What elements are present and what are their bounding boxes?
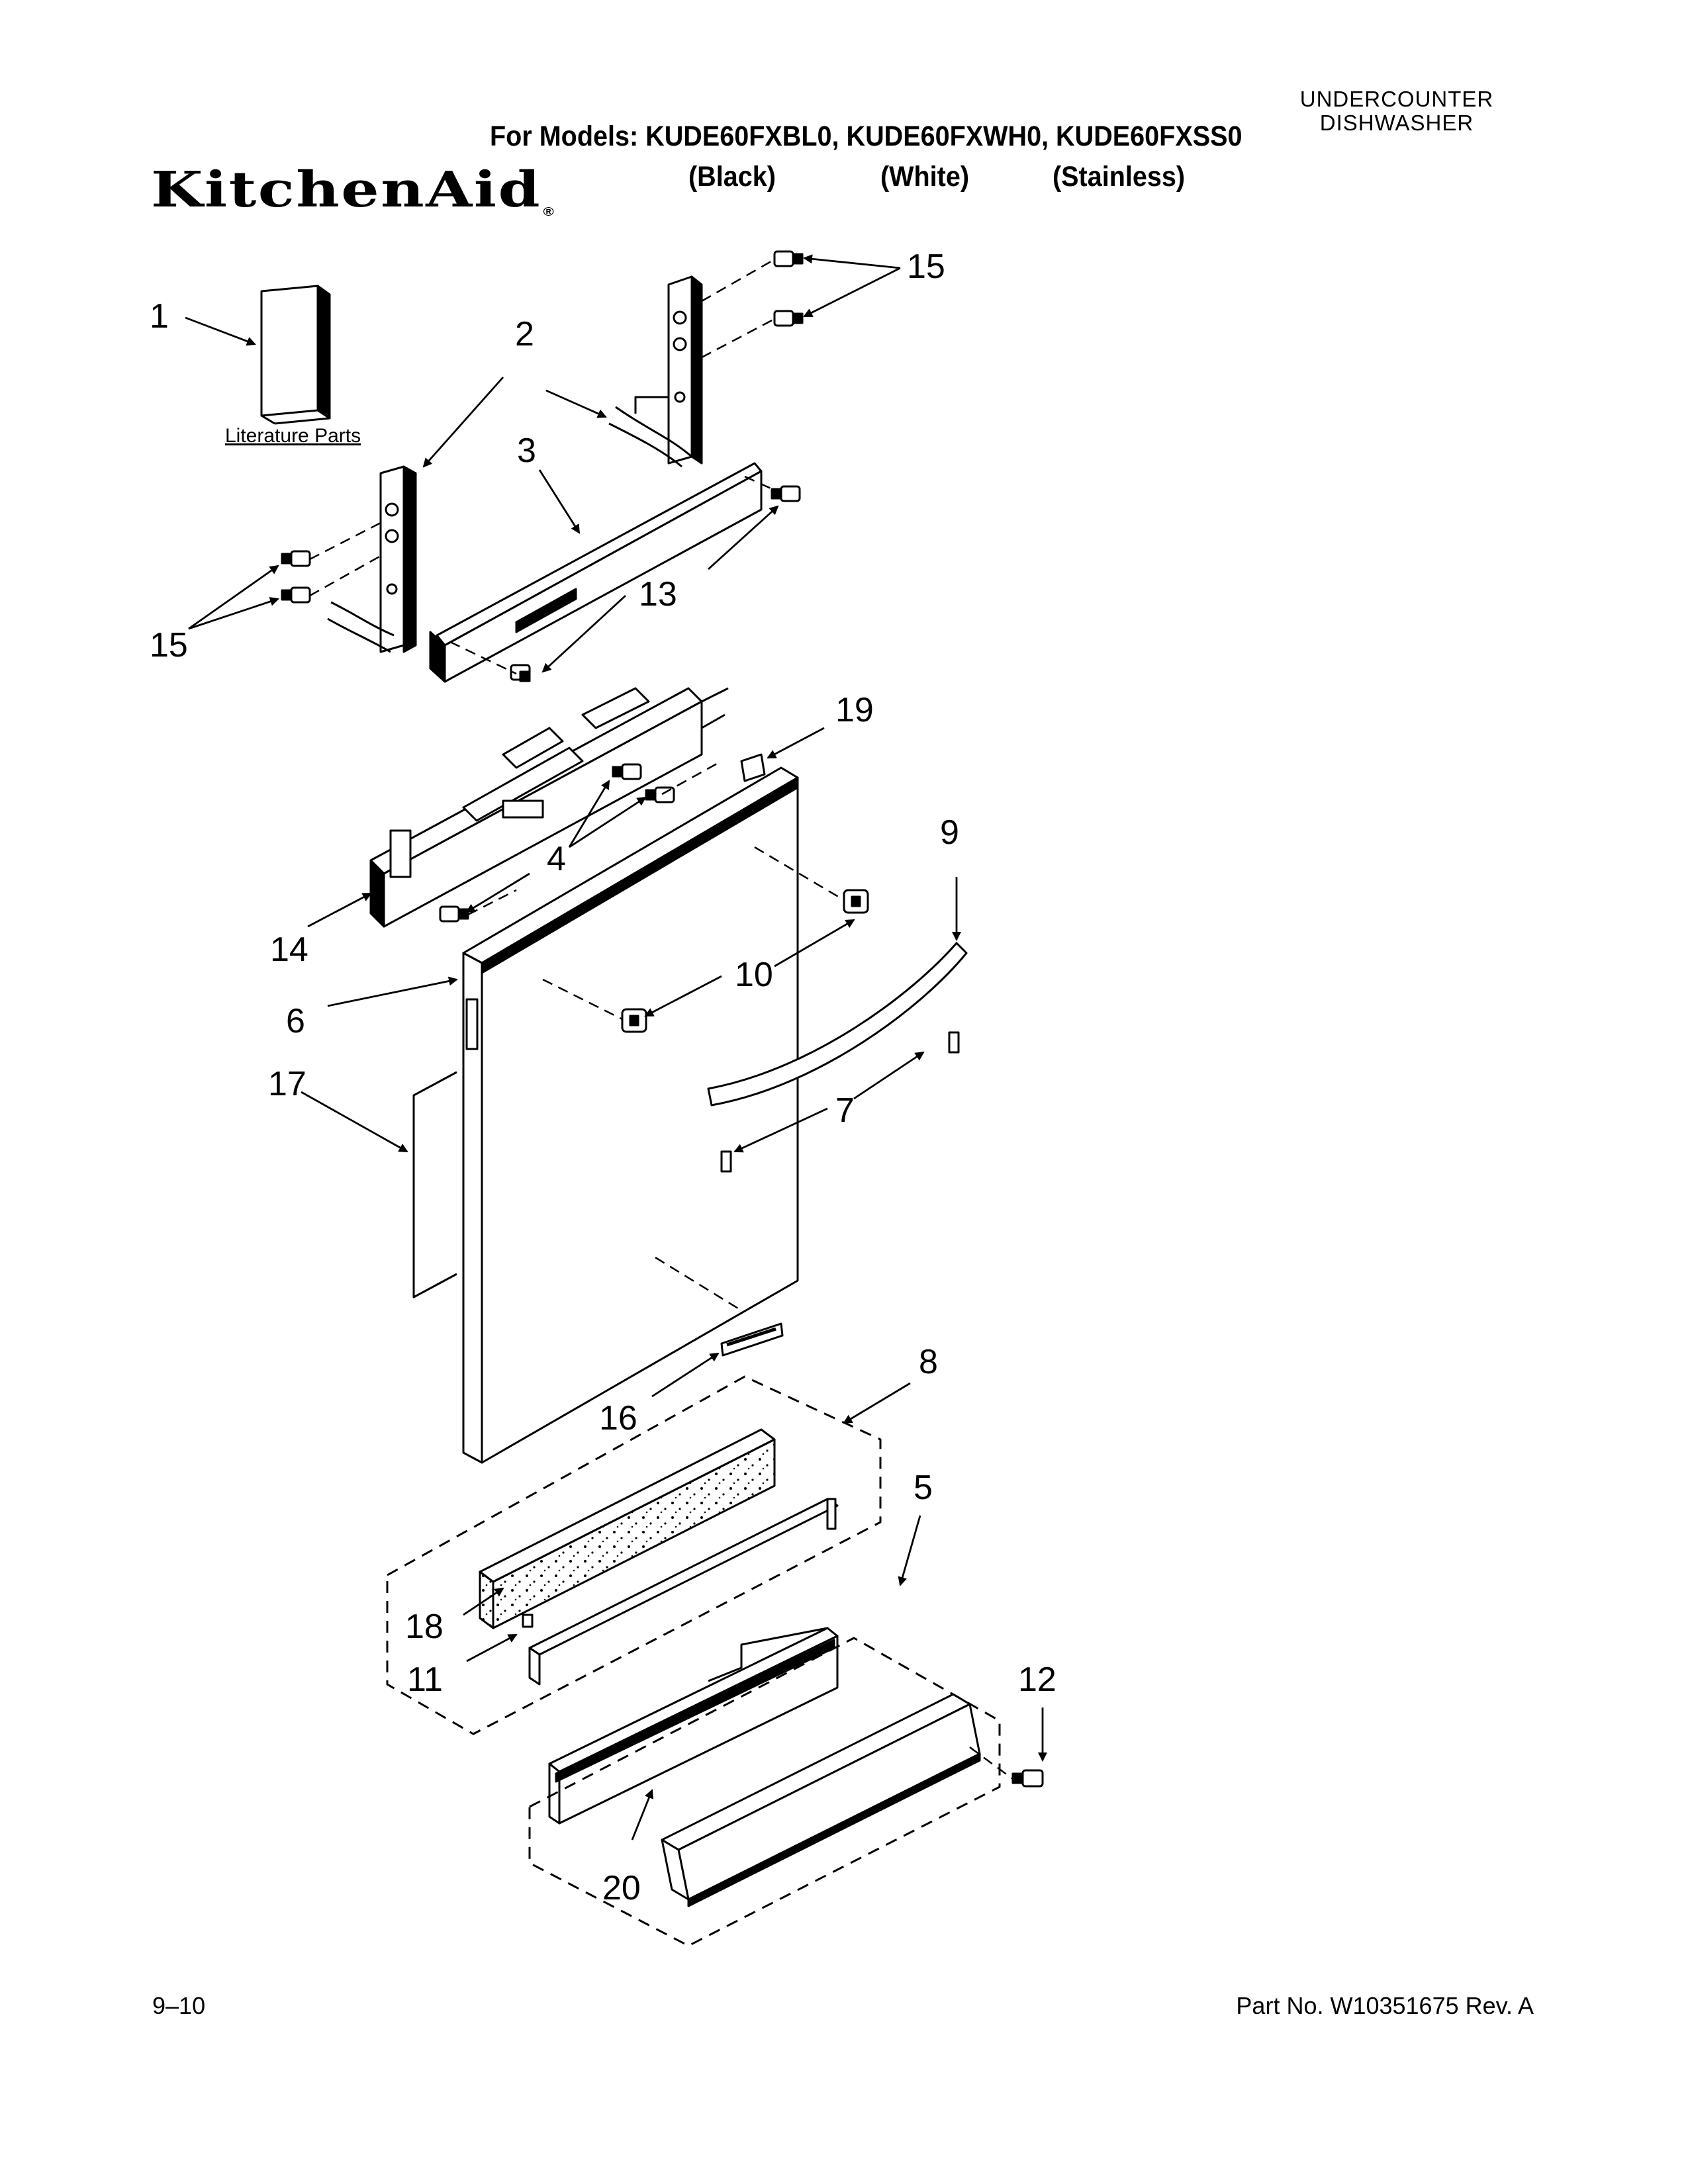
variant-stainless: (Stainless) xyxy=(1053,161,1186,193)
mounting-bracket-right xyxy=(608,275,703,468)
callout-2: 2 xyxy=(515,315,534,353)
models-line: For Models: KUDE60FXBL0, KUDE60FXWH0, KU… xyxy=(490,120,1243,152)
set-screw-left xyxy=(720,1150,732,1173)
screw-4-b xyxy=(645,786,675,803)
callout-20: 20 xyxy=(602,1869,641,1907)
callout-1: 1 xyxy=(150,297,169,336)
screw-15-upper-1 xyxy=(773,250,804,267)
callout-17: 17 xyxy=(268,1065,306,1103)
control-panel-strip xyxy=(429,462,763,683)
callout-4: 4 xyxy=(547,840,566,878)
callout-10: 10 xyxy=(735,956,773,994)
callout-18: 18 xyxy=(405,1608,444,1646)
set-screw-right xyxy=(948,1031,960,1054)
toe-panel-clip-bar xyxy=(522,1498,839,1686)
handle-mount-left xyxy=(621,1008,647,1033)
screw-13-right xyxy=(771,485,801,502)
callout-14: 14 xyxy=(270,931,308,969)
door-handle-part xyxy=(707,942,968,1107)
callout-15-lower: 15 xyxy=(150,626,188,664)
screw-13-left xyxy=(510,664,531,682)
screw-4-a xyxy=(612,763,642,780)
callout-5: 5 xyxy=(914,1469,933,1507)
door-clip-part xyxy=(740,753,766,782)
callout-3: 3 xyxy=(517,432,536,470)
category-line-1: UNDERCOUNTER xyxy=(1299,87,1494,111)
registered-mark: ® xyxy=(543,205,554,218)
callout-19: 19 xyxy=(835,691,874,729)
screw-4-c xyxy=(439,905,469,923)
assembly-boundary-8 xyxy=(386,1375,882,1735)
mounting-bracket-left xyxy=(327,465,417,653)
toe-panel-rear xyxy=(661,1693,981,1907)
category-line-2: DISHWASHER xyxy=(1319,111,1474,135)
handle-mount-right xyxy=(843,889,869,914)
callout-11: 11 xyxy=(407,1661,443,1699)
door-seal-strip xyxy=(412,1071,457,1298)
screw-15-upper-2 xyxy=(773,310,804,327)
callout-6: 6 xyxy=(286,1002,305,1040)
appliance-category: UNDERCOUNTER DISHWASHER xyxy=(1258,87,1536,135)
insulation-block-part xyxy=(479,1428,776,1629)
part-number: Part No. W10351675 Rev. A xyxy=(1236,1992,1534,2019)
assembly-boundary-5 xyxy=(528,1637,1001,1947)
callout-16: 16 xyxy=(599,1399,637,1437)
callout-13: 13 xyxy=(639,575,677,614)
screw-12 xyxy=(1011,1769,1044,1788)
callout-9: 9 xyxy=(940,813,959,852)
console-housing-part xyxy=(369,687,729,928)
variant-white: (White) xyxy=(880,161,970,193)
callout-12: 12 xyxy=(1018,1661,1056,1699)
screw-15-lower-2 xyxy=(281,586,311,604)
literature-booklet-part xyxy=(260,285,331,425)
page-number: 9–10 xyxy=(152,1992,206,2019)
callout-leaders xyxy=(185,254,1047,1841)
callout-7: 7 xyxy=(835,1091,855,1130)
variant-black: (Black) xyxy=(688,161,776,193)
brand-nameplate-part xyxy=(720,1322,784,1357)
alignment-lines xyxy=(309,258,1013,1780)
screw-15-lower-1 xyxy=(281,550,311,567)
outer-door-panel xyxy=(462,766,799,1464)
brand-name: KitchenAid xyxy=(151,161,542,218)
literature-parts-label: Literature Parts xyxy=(225,425,361,447)
callout-15-upper: 15 xyxy=(907,248,945,286)
brand-logo: KitchenAid® xyxy=(151,161,554,219)
callout-8: 8 xyxy=(919,1343,938,1381)
